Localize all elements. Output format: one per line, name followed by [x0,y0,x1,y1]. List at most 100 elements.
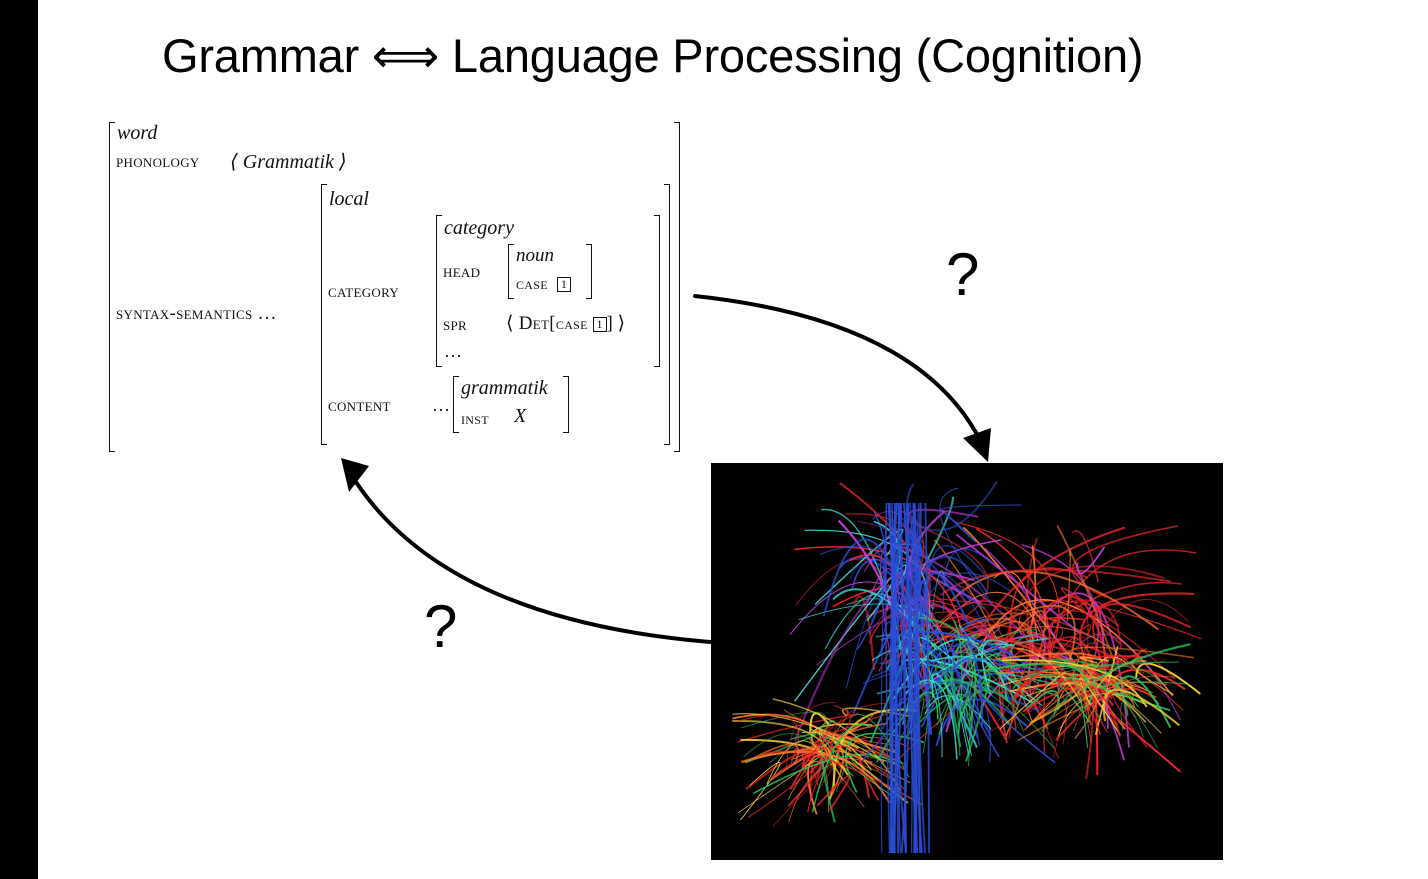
fiber-stroke [1079,656,1110,664]
fiber-stroke [935,698,1029,747]
avm-type-noun: noun [516,245,554,266]
fiber-stroke [978,604,1076,668]
fiber-stroke [929,649,964,675]
fiber-stroke [926,545,986,604]
arrow-head-down-icon [963,428,991,462]
fiber-stroke [1050,679,1122,737]
tag-box: 1 [556,277,571,292]
fiber-stroke [939,504,1022,511]
fiber-stroke [788,762,891,823]
arrow-grammar-to-brain [693,294,982,442]
question-mark-left: ? [424,593,458,660]
fiber-stroke [932,658,1015,689]
fiber-stroke [924,502,930,854]
tag-box: 1 [592,317,607,332]
fiber-stroke [819,545,886,623]
fiber-stroke [997,599,1122,649]
fiber-stroke [745,743,800,765]
fiber-stroke [893,502,897,854]
avm-type-grammatik: grammatik [461,377,548,399]
syntax-semantics-attr: syntax-semantics … [116,303,277,324]
fiber-stroke [770,745,869,779]
head-left-bracket [508,244,514,299]
content-ellipsis: … [432,395,450,415]
spr-attr: spr [443,314,468,334]
inst-value: X [514,405,527,427]
fiber-stroke [973,669,1025,732]
brain-fibers [732,480,1202,854]
fiber-stroke [940,568,1171,597]
fiber-stroke [937,619,990,698]
case-attr: case 1 [516,274,571,294]
arrow-brain-to-grammar [354,480,712,644]
fiber-stroke [1071,530,1099,583]
fiber-stroke [906,520,989,624]
avm-type-local: local [329,188,369,210]
fiber-stroke [1055,688,1160,741]
fiber-stroke [983,665,1019,706]
fiber-stroke [1102,688,1180,727]
fiber-stroke [939,487,994,605]
fiber-stroke [888,502,894,854]
category-ellipsis: … [444,341,462,361]
fiber-stroke [740,761,781,821]
fiber-stroke [741,750,891,804]
fiber-stroke [905,502,916,854]
fiber-stroke [740,711,827,729]
fiber-stroke [983,547,1072,665]
fiber-stroke [843,732,908,766]
fiber-stroke [1016,647,1083,704]
fiber-stroke [903,502,913,854]
fiber-stroke [953,619,963,734]
inst-attr: inst [461,409,489,428]
fiber-stroke [1041,636,1095,780]
fiber-stroke [1013,664,1063,689]
fiber-stroke [811,724,870,813]
fiber-stroke [1094,646,1119,736]
fiber-stroke [1056,677,1089,748]
fiber-stroke [822,538,901,617]
slide-title: Grammar ⟺ Language Processing (Cognition… [162,29,1144,82]
category-left-bracket [436,215,442,367]
fiber-stroke [833,712,888,734]
spr-value: ⟨ Det[case 1] ⟩ [506,313,626,334]
content-attr: content [328,395,391,416]
fiber-stroke [737,756,820,814]
outer-left-bracket [109,122,115,452]
fiber-stroke [1042,595,1110,669]
fiber-stroke [950,570,1159,631]
fiber-stroke [1014,684,1101,736]
fiber-stroke [1081,665,1093,726]
fiber-stroke [1007,639,1083,731]
category-right-bracket [654,215,660,367]
fiber-stroke [737,713,857,743]
fiber-stroke [1067,646,1195,659]
brain-tractography-image [711,463,1223,860]
fiber-stroke [794,566,969,742]
category-attr: category [328,281,400,302]
fiber-stroke [894,502,907,854]
fiber-stroke [816,719,834,736]
fiber-stroke [820,720,896,799]
fiber-stroke [1057,675,1175,731]
fiber-stroke [783,709,899,747]
local-right-bracket [664,184,670,445]
fiber-stroke [1076,546,1106,575]
fiber-stroke [891,502,902,854]
fiber-stroke [1023,690,1060,712]
fiber-stroke [786,701,836,767]
arrow-head-up-icon [341,458,369,492]
fiber-stroke [934,600,1037,667]
fiber-stroke [1027,678,1148,728]
fiber-stroke [957,689,1012,727]
fiber-stroke [936,685,971,767]
fiber-stroke [732,720,836,800]
fiber-stroke [732,713,885,763]
outer-right-bracket [674,122,680,452]
slide: Grammar ⟺ Language Processing (Cognition… [38,0,1428,879]
fiber-stroke [1048,610,1176,690]
fiber-stroke [956,696,972,756]
question-mark-right: ? [946,241,980,308]
fiber-stroke [954,635,973,714]
fiber-stroke [814,730,897,754]
